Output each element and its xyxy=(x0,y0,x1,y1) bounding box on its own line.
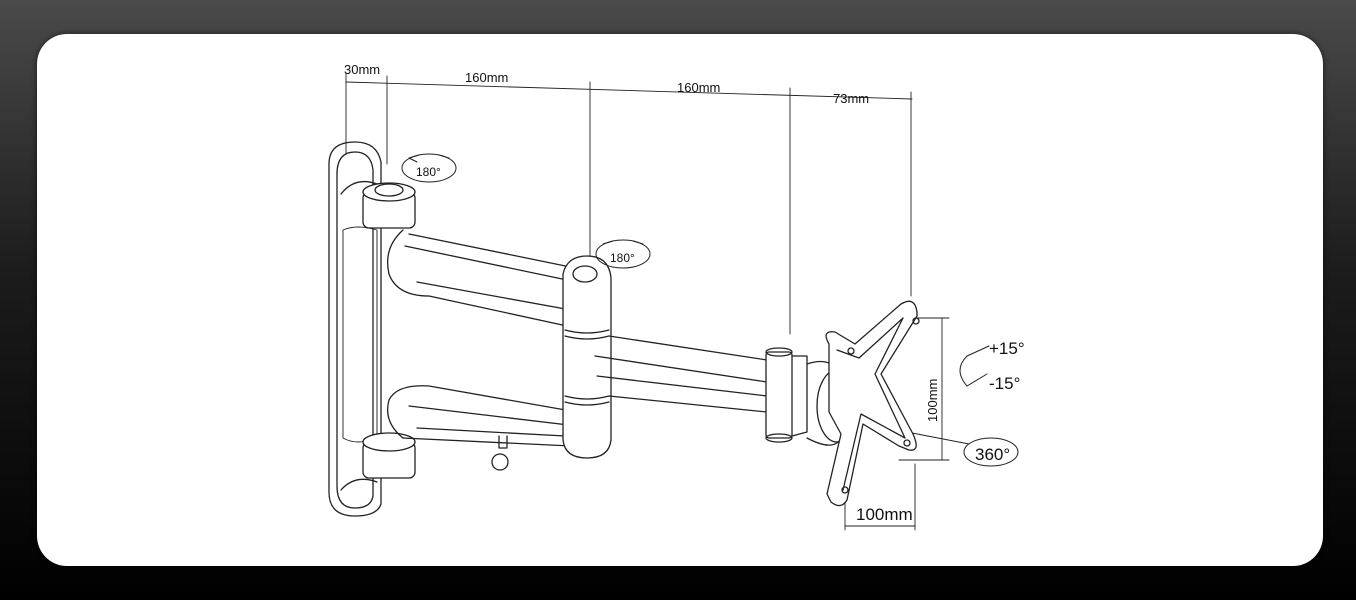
rotation-badge-wall xyxy=(401,153,457,183)
rotation-badge-elbow xyxy=(595,239,651,269)
first-arm-upper xyxy=(386,229,594,328)
wall-mount-diagram: 30mm 160mm 160mm 73mm 100mm 100mm 180° 1… xyxy=(328,62,1025,531)
diagram-frame: 30mm 160mm 160mm 73mm 100mm 100mm 180° 1… xyxy=(37,34,1323,566)
dim-vesa-width: 100mm xyxy=(856,505,913,524)
dim-vesa-height: 100mm xyxy=(925,379,940,422)
elbow-joint xyxy=(562,255,612,459)
cable-clip xyxy=(491,435,509,471)
tilt-down-label: -15° xyxy=(989,374,1020,393)
rotation-marks xyxy=(401,153,1019,467)
dim-arm-one: 160mm xyxy=(465,70,508,85)
dim-wall-offset: 30mm xyxy=(344,62,380,77)
second-arm xyxy=(594,335,768,413)
wall-hinge-top xyxy=(362,182,416,229)
swivel-label: 360° xyxy=(975,445,1010,464)
rotation-badge-swivel xyxy=(963,437,1019,467)
dim-arm-two: 160mm xyxy=(677,80,720,95)
rotation-elbow-label: 180° xyxy=(610,251,635,265)
wall-hinge-bottom xyxy=(362,432,416,479)
dimension-lines xyxy=(345,73,970,531)
dim-head-depth: 73mm xyxy=(833,91,869,106)
tilt-up-label: +15° xyxy=(989,339,1025,358)
vesa-plate xyxy=(825,300,920,507)
rotation-wall-label: 180° xyxy=(416,165,441,179)
